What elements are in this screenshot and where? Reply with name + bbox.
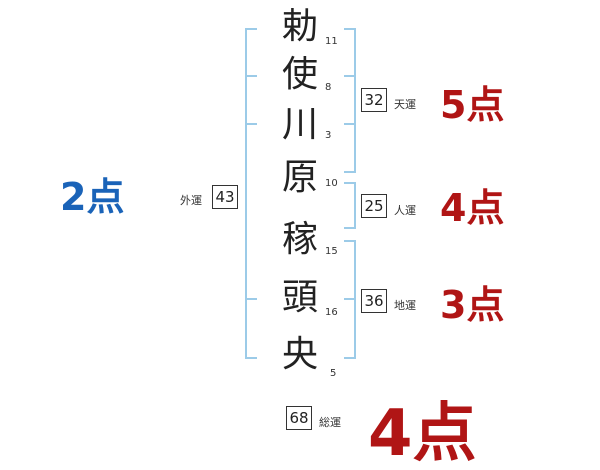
stroke-count: 10 [325,178,338,189]
chiun-label: 地運 [394,299,416,312]
name-char: 稼 [281,219,318,260]
chiun-score: 3点 [440,283,505,327]
bracket-tick [245,298,257,300]
bracket-tick [245,75,257,77]
tenun-score: 5点 [440,83,505,127]
gaiun-label: 外運 [180,194,202,207]
outer-bracket [245,28,247,359]
soun-value: 68 [286,406,312,430]
gaiun-value: 43 [212,185,238,209]
stroke-count: 16 [325,307,338,318]
tenun-bracket [354,28,356,173]
bracket-tick [245,123,257,125]
bracket-tick [344,75,356,77]
gaiun-score: 2点 [60,175,125,219]
bracket-tick [344,171,356,173]
bracket-tick [344,28,356,30]
stroke-count: 3 [325,130,332,141]
name-char: 頭 [281,277,318,318]
chiun-value: 36 [361,289,387,313]
name-char: 使 [281,54,318,95]
bracket-tick [344,298,356,300]
tenun-label: 天運 [394,98,416,111]
soun-label: 総運 [319,416,341,429]
soun-score: 4点 [368,397,477,470]
bracket-tick [344,123,356,125]
stroke-count: 11 [325,36,338,47]
bracket-tick [245,28,257,30]
bracket-tick [344,240,356,242]
name-char: 川 [281,104,318,145]
bracket-tick [344,227,356,229]
jinun-score: 4点 [440,186,505,230]
name-char: 原 [281,157,318,198]
jinun-bracket [354,182,356,229]
stroke-count: 5 [330,368,337,379]
bracket-tick [245,357,257,359]
jinun-label: 人運 [394,204,416,217]
jinun-value: 25 [361,194,387,218]
bracket-tick [344,357,356,359]
name-char: 勅 [281,6,318,47]
tenun-value: 32 [361,88,387,112]
stroke-count: 15 [325,246,338,257]
stroke-count: 8 [325,82,332,93]
bracket-tick [344,182,356,184]
name-char: 央 [281,334,318,375]
